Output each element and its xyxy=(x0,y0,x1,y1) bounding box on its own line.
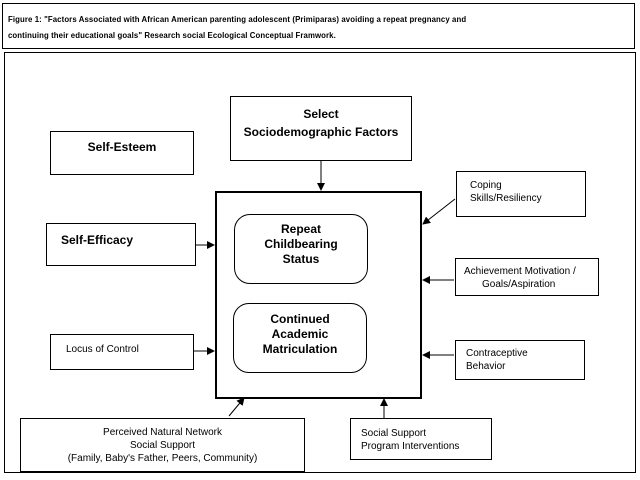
node-coping-skills: Coping Skills/Resiliency xyxy=(456,171,586,217)
node-natural-network-line2: Social Support xyxy=(129,440,196,451)
node-achievement-line1: Achievement Motivation / xyxy=(464,266,576,277)
outcome-academic-line2: Academic xyxy=(271,327,329,341)
node-self-esteem: Self-Esteem xyxy=(50,131,194,175)
node-achievement-motivation: Achievement Motivation / Goals/Aspiratio… xyxy=(455,258,599,296)
arrow-natural-network xyxy=(228,397,245,417)
node-contraceptive-line2: Behavior xyxy=(466,361,506,372)
node-achievement-line2: Goals/Aspiration xyxy=(482,279,556,290)
node-locus-of-control: Locus of Control xyxy=(50,334,194,370)
diagram-frame xyxy=(4,52,636,473)
outcome-repeat-childbearing: Repeat Childbearing Status xyxy=(234,214,368,284)
node-social-support-program: Social Support Program Interventions xyxy=(350,418,492,460)
node-self-efficacy: Self-Efficacy xyxy=(46,223,196,266)
outcome-academic-line3: Matriculation xyxy=(262,342,338,356)
node-natural-network-support: Perceived Natural Network Social Support… xyxy=(20,418,305,472)
outcome-academic-line1: Continued xyxy=(270,312,330,326)
outcome-repeat-line3: Status xyxy=(282,252,320,266)
node-locus-of-control-label: Locus of Control xyxy=(66,344,139,355)
node-contraceptive-line1: Contraceptive xyxy=(466,348,528,359)
outcome-academic-matriculation: Continued Academic Matriculation xyxy=(233,303,367,373)
node-self-esteem-label: Self-Esteem xyxy=(87,140,157,154)
outcome-repeat-line2: Childbearing xyxy=(264,237,338,251)
figure-caption: Figure 1: "Factors Associated with Afric… xyxy=(8,12,628,44)
node-social-program-line2: Program Interventions xyxy=(361,441,460,452)
node-sociodemographic-line2: Sociodemographic Factors xyxy=(243,125,399,139)
node-contraceptive-behavior: Contraceptive Behavior xyxy=(455,340,585,380)
node-sociodemographic-line1: Select xyxy=(303,107,339,121)
node-coping-line1: Coping xyxy=(470,180,502,191)
caption-line-1: Figure 1: "Factors Associated with Afric… xyxy=(8,15,467,24)
arrow-coping xyxy=(422,198,456,225)
node-natural-network-line3: (Family, Baby's Father, Peers, Community… xyxy=(67,453,258,464)
outcome-repeat-line1: Repeat xyxy=(280,222,321,236)
figure-caption-box xyxy=(2,3,635,49)
node-self-efficacy-label: Self-Efficacy xyxy=(61,233,134,247)
caption-line-2: continuing their educational goals" Rese… xyxy=(8,31,336,40)
node-sociodemographic-factors: Select Sociodemographic Factors xyxy=(230,96,412,161)
node-natural-network-line1: Perceived Natural Network xyxy=(103,427,222,438)
node-coping-line2: Skills/Resiliency xyxy=(470,193,542,204)
node-social-program-line1: Social Support xyxy=(361,428,427,439)
